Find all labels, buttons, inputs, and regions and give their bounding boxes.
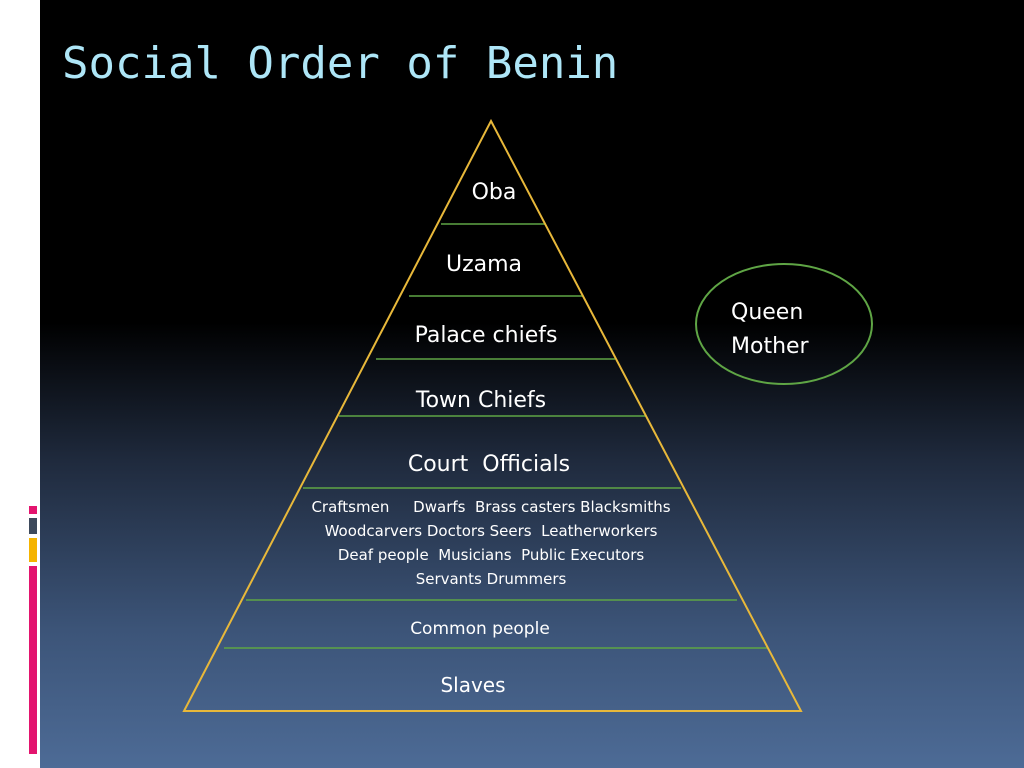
tier-crafts-line-3: Deaf people Musicians Public Executors	[338, 546, 645, 564]
decor-bar-magenta	[29, 566, 37, 754]
tier-label-town-chiefs: Town Chiefs	[415, 388, 546, 413]
tier-crafts-line-2: Woodcarvers Doctors Seers Leatherworkers	[325, 522, 658, 540]
tier-dividers	[224, 223, 767, 649]
queen-mother-line-2: Mother	[731, 334, 809, 359]
tier-label-uzama: Uzama	[446, 252, 522, 277]
tier-label-oba: Oba	[472, 180, 517, 205]
tier-crafts-line-4: Servants Drummers	[416, 570, 567, 588]
tier-label-court-officials: Court Officials	[408, 452, 570, 477]
decor-bar-magenta-top	[29, 506, 37, 514]
page-title: Social Order of Benin	[62, 38, 619, 89]
pyramid-outline	[182, 118, 803, 712]
queen-mother-line-1: Queen	[731, 300, 804, 325]
tier-label-palace-chiefs: Palace chiefs	[415, 323, 558, 348]
decor-bar-dark	[29, 518, 37, 534]
decor-bar-yellow	[29, 538, 37, 562]
tier-label-common-people: Common people	[410, 619, 550, 639]
tier-label-slaves: Slaves	[440, 673, 505, 697]
tier-crafts-line-1: Craftsmen Dwarfs Brass casters Blacksmit…	[311, 498, 670, 516]
queen-mother-ellipse	[695, 263, 873, 385]
queen-mother-label: Queen Mother	[731, 296, 809, 364]
